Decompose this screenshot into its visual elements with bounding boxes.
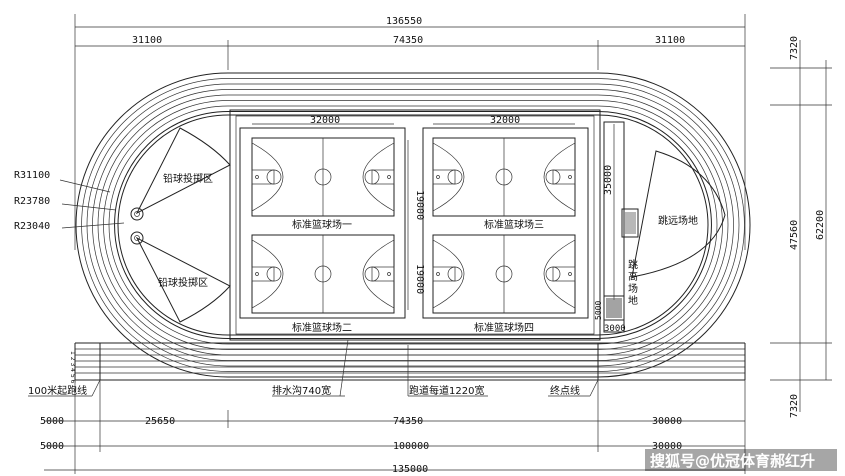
radius-2: R23780	[14, 196, 50, 207]
jump-small: 5000	[594, 301, 603, 320]
track-lane-line	[75, 72, 751, 378]
court-2-label: 标准篮球场二	[292, 321, 352, 334]
top-mid: 74350	[393, 35, 423, 46]
row2-right: 30000	[652, 441, 682, 452]
shot-put-label-top: 铅球投掷区	[163, 172, 213, 185]
high-jump-label: 跳高场地	[628, 258, 638, 307]
basketball-courts	[251, 137, 576, 314]
track-lane-line	[92, 89, 734, 361]
long-jump-label: 跳远场地	[658, 214, 698, 227]
right-top: 7320	[789, 36, 800, 60]
high-jump-pit	[603, 295, 625, 321]
top-total: 136550	[386, 16, 422, 27]
bottom-right: 30000	[652, 416, 682, 427]
row3-total: 135000	[392, 464, 428, 475]
right-dimensions	[770, 40, 832, 412]
court-height-1: 19000	[414, 190, 425, 220]
infield-boundary	[229, 109, 601, 341]
basketball-court	[251, 234, 395, 314]
drain-label: 排水沟740宽	[272, 384, 331, 397]
long-jump-area	[631, 150, 726, 278]
sand-pit	[621, 208, 639, 238]
bottom-start: 5000	[40, 416, 64, 427]
radius-1: R31100	[14, 170, 50, 181]
bottom-dimensions	[44, 380, 746, 474]
finish-label: 终点线	[550, 384, 580, 397]
infield-inner	[235, 115, 595, 335]
row2-start: 5000	[40, 441, 64, 452]
right-mid: 47560	[789, 220, 800, 250]
top-left: 31100	[132, 35, 162, 46]
court-width-1: 32000	[310, 115, 340, 126]
jump-length: 35000	[603, 165, 614, 195]
track-lane-line	[81, 78, 745, 372]
court-width-2: 32000	[490, 115, 520, 126]
court-4-label: 标准篮球场四	[474, 321, 534, 334]
court-block-left	[239, 127, 406, 319]
radius-3: R23040	[14, 221, 50, 232]
bottom-left: 25650	[145, 416, 175, 427]
straight-extension	[74, 342, 746, 381]
start-line-label: 100米起跑线	[28, 384, 87, 397]
basketball-court	[251, 137, 395, 217]
court-block-right	[422, 127, 589, 319]
top-dimensions	[74, 14, 746, 250]
radius-leaders	[59, 179, 125, 229]
watermark-bg	[645, 449, 837, 471]
court-1-label: 标准篮球场一	[292, 218, 352, 231]
basketball-court	[432, 234, 576, 314]
row2-mid: 100000	[393, 441, 429, 452]
right-bottom: 7320	[789, 394, 800, 418]
watermark: 搜狐号@优冠体育郝红升	[650, 452, 815, 470]
bottom-mid: 74350	[393, 416, 423, 427]
right-total: 62200	[815, 210, 826, 240]
track-inner-kerb	[117, 114, 709, 336]
shot-put-sector-top	[130, 127, 231, 221]
shot-put-sector-bottom	[130, 231, 231, 323]
track-lane-line	[86, 83, 740, 367]
track-lane-line	[114, 111, 712, 339]
court-height-2: 19000	[414, 264, 425, 294]
callout-leaders	[28, 339, 599, 397]
jump-width: 3000	[604, 324, 626, 334]
shot-put-label-bottom: 铅球投掷区	[158, 276, 208, 289]
lane-width-label: 跑道每道1220宽	[409, 384, 484, 397]
running-track	[75, 72, 751, 378]
court-3-label: 标准篮球场三	[484, 218, 544, 231]
top-right: 31100	[655, 35, 685, 46]
basketball-court	[432, 137, 576, 217]
lane-numbers: 1 2 3 4 5 6	[69, 351, 76, 384]
